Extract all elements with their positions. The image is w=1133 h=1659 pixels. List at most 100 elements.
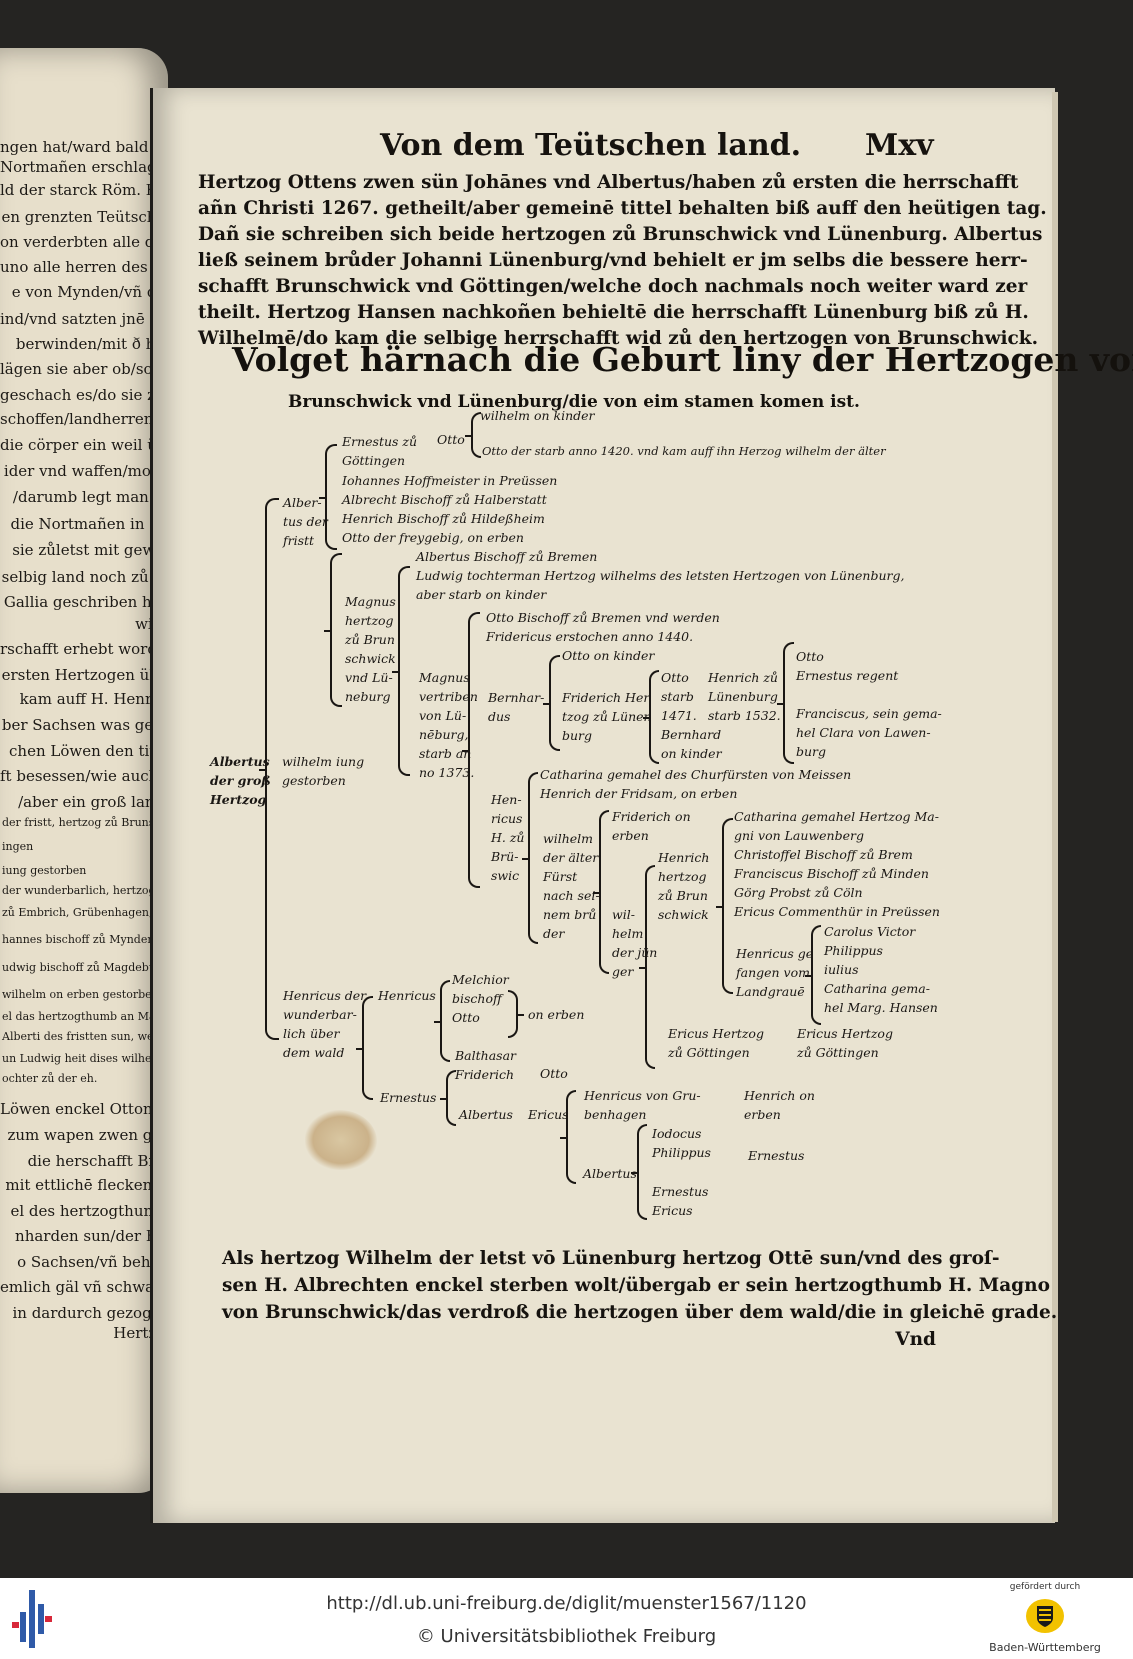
left-page-line: en grenzten Teütschen <box>1 208 168 226</box>
left-page-line: ber Sachsen was gewe <box>1 716 168 734</box>
left-page-line: ingen <box>2 840 34 853</box>
tree-bracket <box>508 990 524 1038</box>
text-line: Als hertzog Wilhelm der letst vō Lünenbu… <box>222 1248 1000 1269</box>
tree-entry: Balthasar Friderich <box>455 1048 517 1082</box>
tree-bracket <box>465 412 481 458</box>
tree-bracket <box>777 642 794 764</box>
tree-bracket <box>319 444 337 550</box>
left-page-line: zum wapen zwen gäle <box>7 1126 168 1144</box>
page-edge <box>1052 92 1058 1522</box>
left-page-line: sie zůletst mit gewalt <box>12 541 168 559</box>
left-page-line: wick. <box>0 615 168 633</box>
tree-entry: Albertus Bischoff zů Bremen Ludwig tocht… <box>416 549 905 602</box>
permalink[interactable]: http://dl.ub.uni-freiburg.de/diglit/muen… <box>326 1593 807 1614</box>
tree-entry: Henrich hertzog zů Brun schwick <box>658 850 710 922</box>
text-line: von Brunschwick/das verdroß die hertzoge… <box>222 1302 1058 1323</box>
text-line: añn Christi 1267. getheilt/aber gemeinē … <box>198 198 1047 219</box>
tree-entry: Bernhar- dus <box>488 690 545 724</box>
left-page-line: Hertzog <box>113 1324 168 1342</box>
left-page-line: Löwen enckel Ottonem <box>0 1100 168 1118</box>
tree-entry: Otto <box>540 1066 568 1081</box>
left-page-line: nharden sun/der Her <box>15 1227 168 1245</box>
paper-stain <box>305 1110 377 1170</box>
tree-bracket <box>543 655 560 751</box>
text-line: theilt. Hertzog Hansen nachkoñen behielt… <box>198 302 1029 323</box>
tree-entry: Melchior bischoff Otto <box>452 972 509 1025</box>
tree-entry: Catharina gemahel des Churfürsten von Me… <box>540 767 852 801</box>
left-page-line: ld der starck Röm. Key. <box>0 181 168 199</box>
tree-entry: wilhelm on kinder <box>480 408 595 423</box>
left-page-line: die Nortmañen in Gal <box>10 515 168 533</box>
tree-bracket <box>440 1070 456 1126</box>
left-page-line: ersten Hertzogen über <box>1 666 168 684</box>
tree-entry: Catharina gemahel Hertzog Ma- gni von La… <box>734 809 940 919</box>
viewer-footer: http://dl.ub.uni-freiburg.de/diglit/muen… <box>0 1578 1133 1659</box>
left-page-line: lägen sie aber ob/so wol <box>0 360 168 378</box>
left-page-line: wilhelm on erben gestorben, do <box>2 988 168 1001</box>
tree-bracket <box>522 772 538 944</box>
tree-entry: Otto starb 1471. Bernhard on kinder <box>661 670 722 761</box>
left-page-line: Alberti des fristten sun, welcher <box>2 1030 168 1043</box>
university-logo-icon[interactable] <box>12 1586 52 1652</box>
left-page-line: die cörper ein weil über <box>0 436 168 454</box>
tree-bracket <box>259 498 279 1040</box>
left-page-line: mit ettlichē flecken/wi <box>5 1176 168 1194</box>
left-page-line: el das hertzogthumb an Magnum <box>2 1010 168 1023</box>
tree-bracket <box>643 670 659 764</box>
text-line: Dañ sie schreiben sich beide hertzogen z… <box>198 224 1043 245</box>
catchword: Vnd <box>895 1329 936 1350</box>
tree-entry: Magnus hertzog zů Brun schwick vnd Lü- n… <box>345 594 396 704</box>
tree-entry: Iodocus Philippus <box>652 1126 711 1160</box>
tree-entry: Iohannes Hoffmeister in Preüssen Albrech… <box>342 473 558 545</box>
folio-number: Mxv <box>865 128 934 163</box>
left-page-line: Nortmañen erschlagen/ <box>0 158 168 176</box>
tree-entry: Henricus ge fangen vom Landgrauē <box>736 946 814 999</box>
tree-entry: Ernestus <box>380 1090 437 1105</box>
tree-entry: Carolus Victor Philippus iulius Catharin… <box>824 924 938 1015</box>
left-page-line: berwinden/mit ð hoff <box>15 335 168 353</box>
tree-entry: Magnus vertriben von Lü- nēburg, starb a… <box>419 670 478 780</box>
tree-entry: Otto der starb anno 1420. vnd kam auff i… <box>482 444 886 458</box>
tree-bracket <box>462 612 480 888</box>
tree-bracket <box>560 1090 576 1184</box>
tree-entry: Otto on kinder <box>562 648 655 663</box>
funding-badge[interactable]: gefördert durch Baden-Württemberg <box>975 1582 1115 1656</box>
text-line: schafft Brunschwick vnd Göttingen/welche… <box>198 276 1028 297</box>
genealogy-title: Volget härnach die Geburt liny der Hertz… <box>232 340 1133 379</box>
left-page-line: /darumb legt man sie <box>12 488 168 506</box>
tree-entry: Albertus <box>583 1166 637 1181</box>
tree-entry: wilhelm iung gestorben <box>282 754 365 788</box>
left-page-line: un Ludwig heit dises wilhelmen <box>2 1052 168 1065</box>
left-page-line: on verderbten alle ding <box>0 233 168 251</box>
funded-label: gefördert durch <box>1009 1582 1081 1592</box>
tree-entry: Ericus <box>528 1107 569 1122</box>
tree-entry: Ernestus zů Göttingen <box>342 434 418 468</box>
genealogy-subtitle: Brunschwick vnd Lünenburg/die von eim st… <box>288 392 860 412</box>
page-header: Von dem Teütschen land. <box>380 128 802 163</box>
left-page-line: in dardurch gezogen. <box>12 1304 168 1322</box>
left-page-line: el des hertzogthumbs <box>10 1202 168 1220</box>
tree-bracket <box>639 865 655 1069</box>
left-page-line: emlich gäl vñ schwartz <box>0 1278 168 1296</box>
tree-bracket <box>716 818 733 994</box>
left-page-line: hannes bischoff zů Mynden <box>2 933 155 946</box>
tree-entry: Ernestus Ericus <box>652 1184 709 1218</box>
text-line: Wilhelmē/do kam die selbige herrschafft … <box>198 328 1039 349</box>
tree-bracket <box>631 1124 647 1220</box>
tree-bracket <box>593 810 609 974</box>
left-page-line: der fristt, hertzog zů Brunschwick <box>2 816 168 829</box>
tree-entry: Ericus Hertzog zů Göttingen <box>668 1026 764 1060</box>
tree-entry: Otto Bischoff zů Bremen vnd werden Fride… <box>486 610 720 644</box>
tree-entry: Henrich on erben <box>744 1088 815 1122</box>
left-page-line: ngen hat/ward bald her <box>0 138 168 156</box>
left-page-line: kam auff H. Henrich <box>19 690 168 708</box>
left-page-line: udwig bischoff zů Magdeburg <box>2 961 168 974</box>
tree-entry: Ernestus <box>748 1148 805 1163</box>
text-line: ließ seinem brůder Johanni Lünenburg/vnd… <box>198 250 1028 271</box>
tree-entry: Friderich Her tzog zů Lünen burg <box>562 690 652 743</box>
left-page-line: iung gestorben <box>2 864 87 877</box>
tree-entry: Hen- ricus H. zů Brü- swic <box>491 792 525 883</box>
tree-bracket <box>434 980 450 1062</box>
